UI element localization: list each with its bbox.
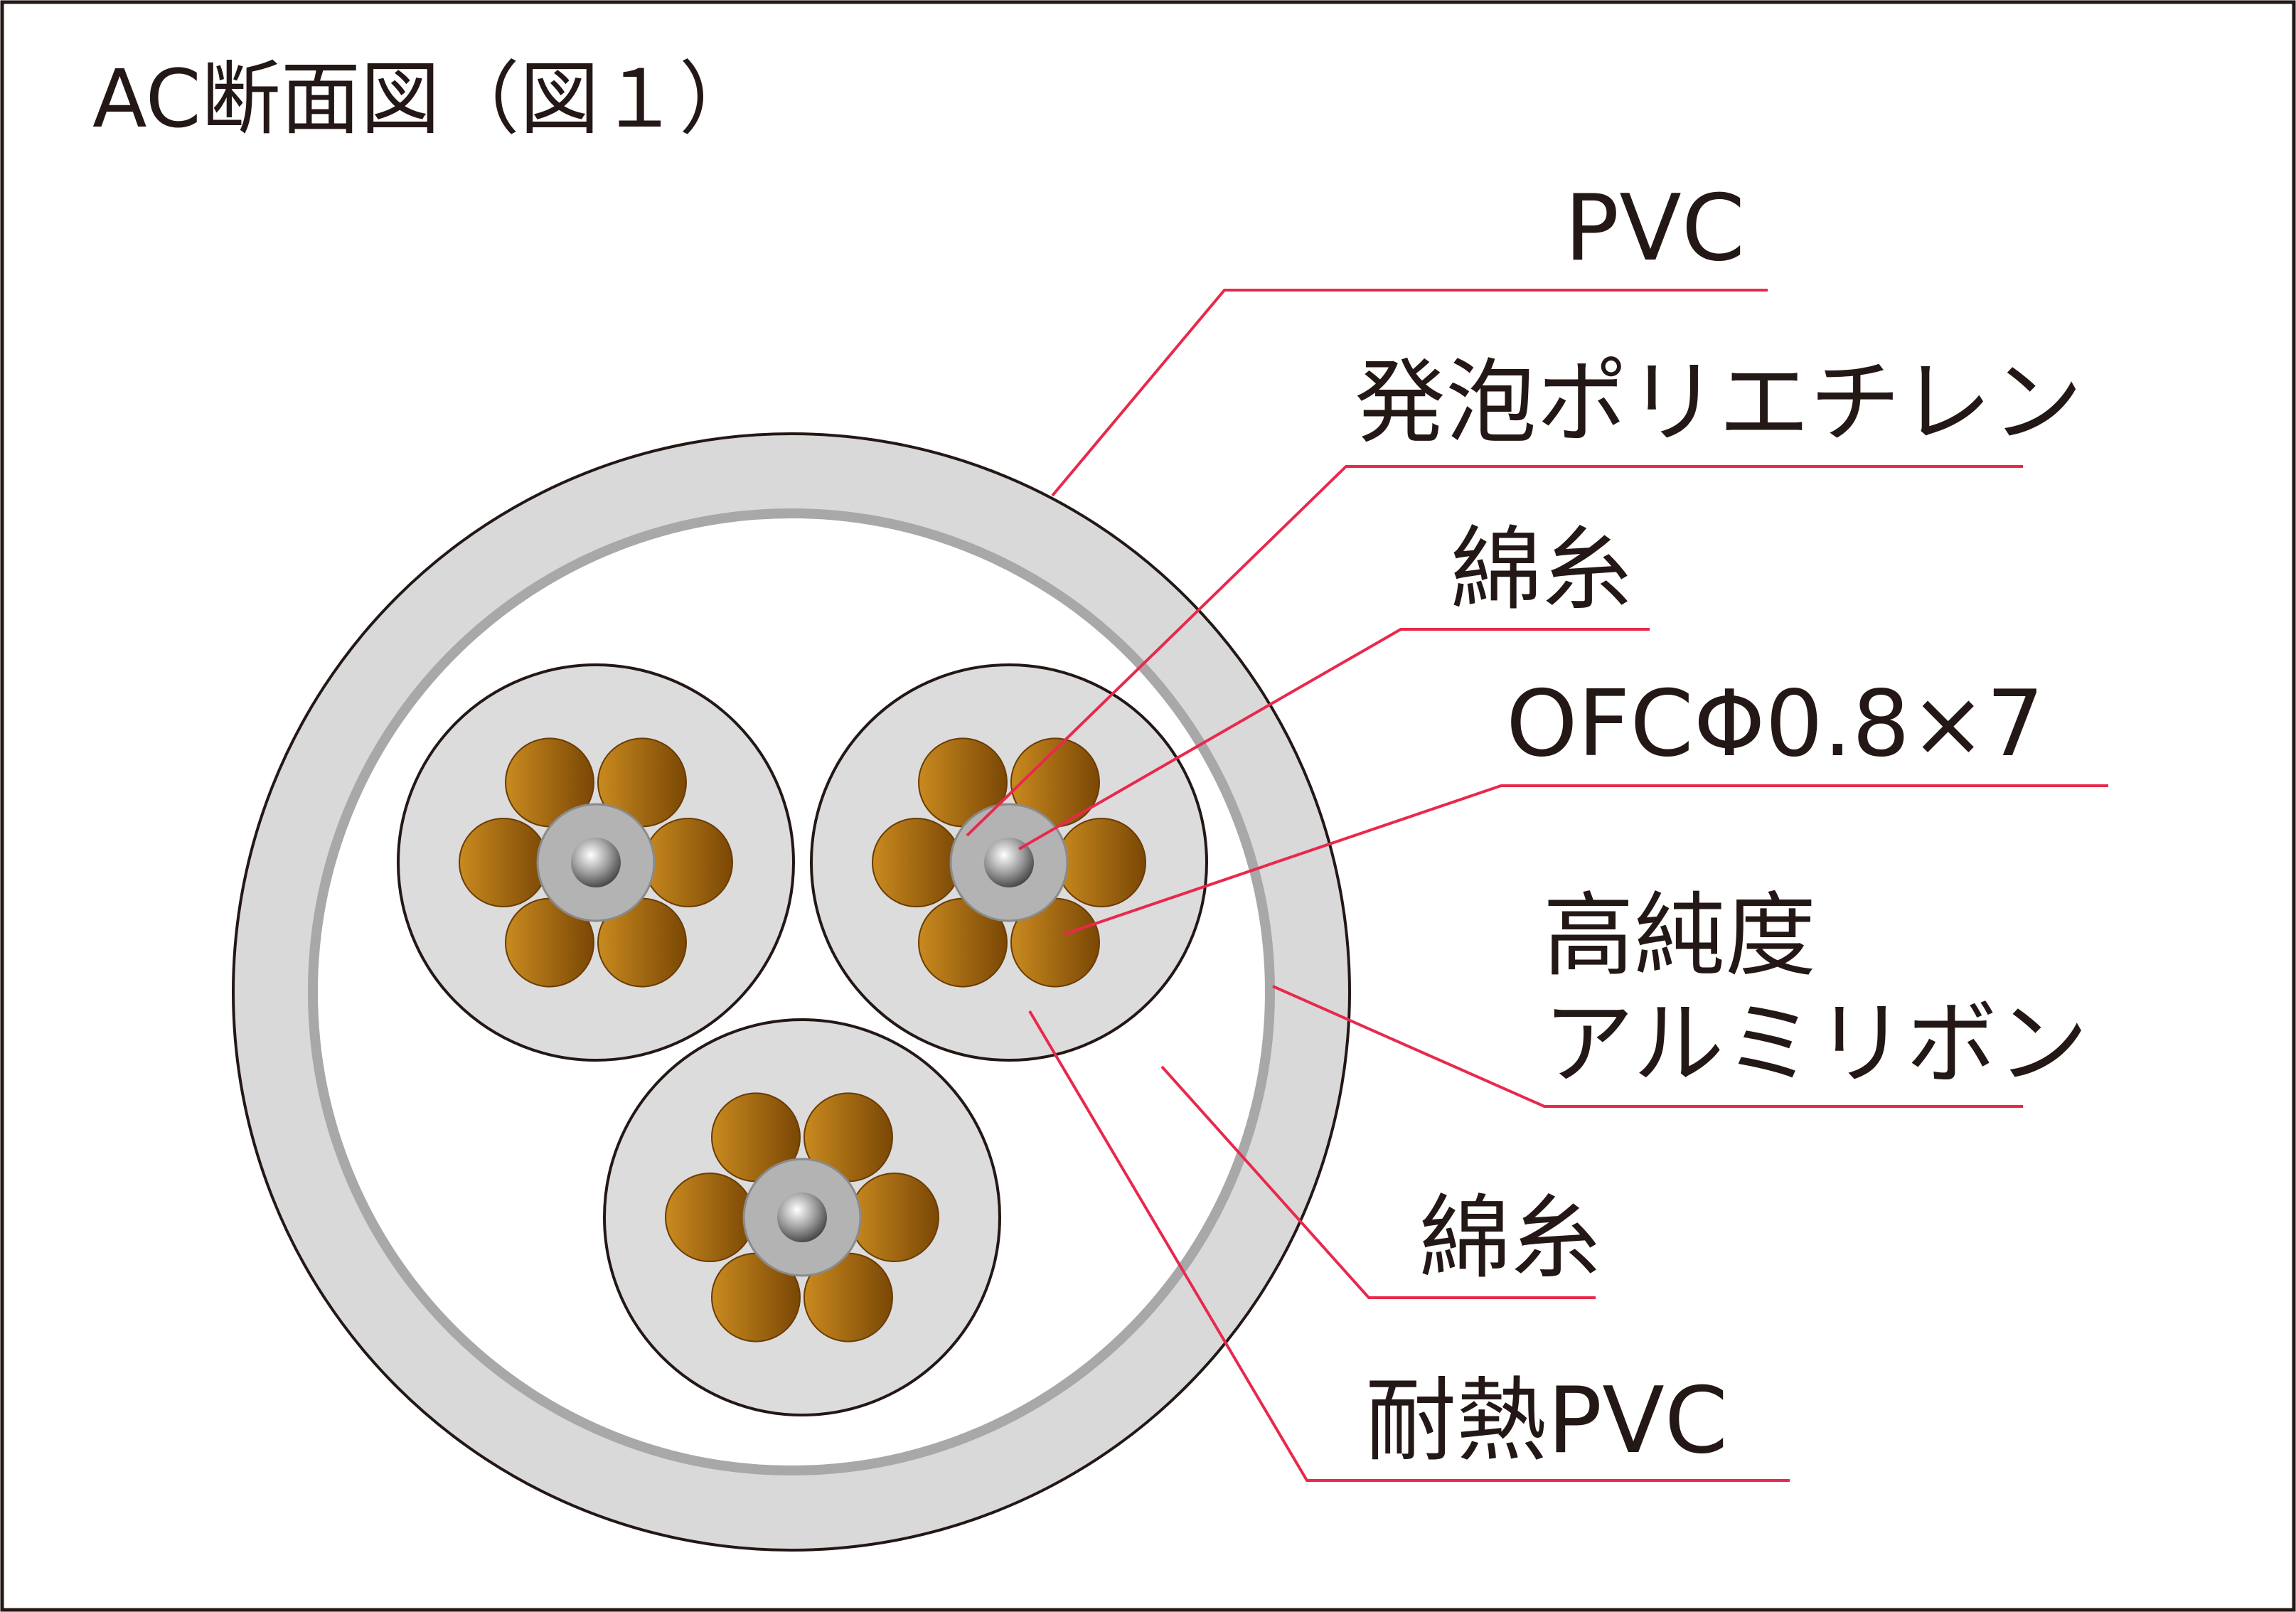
leader-cotton-outer [1160, 1065, 1596, 1299]
conductor-group-left [397, 663, 795, 1062]
conductor-group-bottom [603, 1018, 1001, 1416]
leader-lines [966, 289, 2108, 1482]
leader-ofc [1063, 784, 2108, 936]
conductor-groups [397, 663, 1208, 1416]
cotton-thread-center [984, 838, 1034, 887]
label-cotton-outer: 綿糸 [1419, 1185, 1601, 1291]
conductor-group-right [810, 663, 1208, 1062]
leader-cotton-inner [1018, 628, 1650, 850]
ofc-strand [1057, 818, 1146, 907]
label-pvc-outer: PVC [1564, 176, 1745, 282]
ofc-strand [644, 818, 733, 907]
label-cotton-inner: 綿糸 [1451, 517, 1633, 623]
leader-pvc-outer [1051, 289, 1768, 497]
ofc-strand [850, 1173, 939, 1262]
leader-aluminium-ribbon [1272, 985, 2023, 1108]
label-aluminium-ribbon-line1: 高純度 [1543, 883, 1816, 989]
diagram-title: AC断面図（図１） [92, 53, 759, 146]
leader-heat-pvc [1028, 1010, 1790, 1482]
ofc-strand [872, 818, 961, 907]
ofc-strand [665, 1173, 754, 1262]
label-heat-resistant-pvc: 耐熱PVC [1365, 1368, 1728, 1474]
leader-foam-pe [966, 465, 2023, 837]
cotton-thread-center [571, 838, 621, 887]
ofc-strand [459, 818, 548, 907]
cotton-thread-center [777, 1192, 827, 1242]
label-aluminium-ribbon-line2: アルミリボン [1543, 991, 2088, 1097]
label-foam-polyethylene: 発泡ポリエチレン [1355, 350, 2083, 456]
label-ofc-conductor: OFCΦ0.8×7 [1506, 671, 2044, 777]
